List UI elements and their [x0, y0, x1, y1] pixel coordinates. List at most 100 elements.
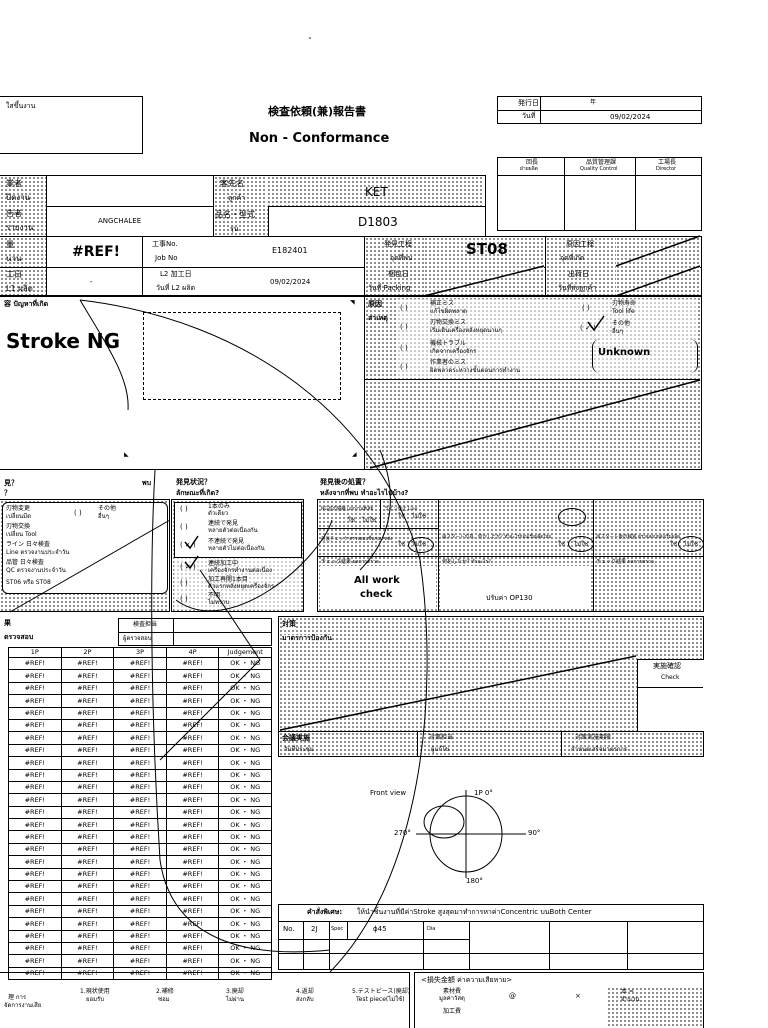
status-mark-6[interactable]: ( )	[180, 595, 188, 603]
measure-cell: #REF!	[165, 966, 220, 981]
countermeasure-box: 対策 มาตรการป้องกัน 実施確認 Check	[278, 616, 704, 732]
disp-item-1-jp[interactable]: 1.現状使用	[80, 988, 110, 995]
l2-label-th: วันที่ L2 ผลิต	[156, 284, 196, 292]
judgement-cell[interactable]: OK ・ NG	[218, 793, 272, 807]
judgement-cell[interactable]: OK ・ NG	[218, 966, 272, 981]
judgement-cell[interactable]: OK ・ NG	[218, 681, 272, 696]
doc-title-en: Non - Conformance	[249, 131, 390, 146]
cause-th-1: แก้ไขผิดพลาด	[430, 308, 467, 315]
action-cell-5-yes[interactable]: ใช่	[670, 541, 678, 548]
cause-mark-4[interactable]: ( )	[400, 363, 408, 371]
owner-th: ผู้แก้ไข	[431, 746, 450, 753]
disp-item-5-jp[interactable]: 5.テストピース(廃却)	[352, 988, 411, 995]
judgement-cell[interactable]: OK ・ NG	[218, 780, 272, 795]
measure-cell: #REF!	[8, 917, 62, 931]
judgement-cell[interactable]: OK ・ NG	[218, 892, 272, 906]
judgement-cell[interactable]: OK ・ NG	[218, 731, 272, 745]
countermeasure-title-th: มาตรการป้องกัน	[282, 634, 332, 642]
action-cell-3-yes[interactable]: ใช่	[398, 541, 406, 548]
cause-process-jp: 原因工程	[566, 240, 594, 248]
measure-cell: #REF!	[8, 756, 62, 770]
judgement-cell[interactable]: OK ・ NG	[218, 842, 272, 857]
instruction-text: ให้นำชิ้นงานที่มีค่าStroke สูงสุดมาทำการ…	[357, 908, 592, 916]
cause-mark-2[interactable]: ( )	[400, 323, 408, 331]
status-th-4: เครื่องจักรทำงานต่อเนื่อง	[208, 567, 273, 574]
measure-cell: #REF!	[113, 904, 167, 919]
cause-mark-toollife[interactable]: ( )	[582, 304, 590, 312]
cause-label-jp: 原因	[368, 300, 382, 308]
status-mark-5[interactable]: ( )	[180, 579, 188, 587]
table-row: #REF!#REF!#REF!#REF!OK ・ NG	[8, 867, 272, 882]
judgement-cell[interactable]: OK ・ NG	[218, 917, 272, 931]
judgement-cell[interactable]: OK ・ NG	[218, 805, 272, 820]
judgement-cell[interactable]: OK ・ NG	[218, 941, 272, 956]
table-row: #REF!#REF!#REF!#REF!OK ・ NG	[8, 830, 272, 844]
judgement-cell[interactable]: OK ・ NG	[218, 706, 272, 720]
measure-cell: #REF!	[8, 743, 62, 758]
owner-jp: 対策担当	[429, 734, 454, 741]
judgement-cell[interactable]: OK ・ NG	[218, 718, 272, 733]
action-cell-4-yes[interactable]: ใช่	[558, 541, 566, 548]
cause-mark-3[interactable]: ( )	[400, 344, 408, 352]
action-cell-2-no[interactable]: ไม่ใช่	[412, 513, 426, 520]
measure-cell: #REF!	[113, 681, 167, 696]
judgement-cell[interactable]: OK ・ NG	[218, 656, 272, 671]
status-title-th: ลักษณะที่เกิด?	[176, 489, 220, 497]
status-jp-2: 連続で発見	[208, 520, 239, 527]
found-other-th: อื่นๆ	[98, 513, 109, 520]
info-grid-2: 量 นวน 工日 L1 ผลิต #REF! - 工事No. Job No E1…	[0, 236, 702, 296]
measure-cell: #REF!	[165, 718, 220, 733]
status-jp-3: 不連続で発見	[208, 538, 245, 545]
cause-jp-1: 補正ミス	[430, 300, 455, 307]
inspector-th: ผู้ตรวจสอบ	[123, 635, 152, 642]
disp-item-2-jp[interactable]: 2.補修	[156, 988, 174, 995]
action-cell-5: 再スタート後の検査 ตรวจสอบหลังเริ่มผลิต	[596, 535, 680, 540]
status-box: ( ) 1本のみ ตัวเดียว ( ) 連続で発見 หลายตัวต่อเน…	[171, 499, 304, 612]
disp-item-2-th: ซ่อม	[158, 996, 170, 1003]
action-cell-2-yes[interactable]: ใช่	[398, 513, 406, 520]
judgement-cell[interactable]: OK ・ NG	[218, 904, 272, 919]
measure-cell: #REF!	[8, 929, 62, 944]
measure-cell: #REF!	[113, 842, 167, 857]
found-other-mark[interactable]: ( )	[74, 509, 82, 517]
judgement-cell[interactable]: OK ・ NG	[218, 867, 272, 882]
found-item-7: 品管 日々検査	[6, 559, 44, 566]
cause-mark-1[interactable]: ( )	[400, 304, 408, 312]
status-mark-4[interactable]: ( ✓ )	[180, 563, 196, 571]
judgement-cell[interactable]: OK ・ NG	[218, 830, 272, 844]
approval-sub-1: ฝ่ายผลิต	[520, 166, 538, 172]
inspector-box: 検査担当 ผู้ตรวจสอบ	[118, 618, 272, 646]
disp-item-4-jp[interactable]: 4.返却	[296, 988, 314, 995]
judgement-cell[interactable]: OK ・ NG	[218, 855, 272, 869]
packing-th: วันที่ Packing	[368, 284, 411, 292]
judgement-cell[interactable]: OK ・ NG	[218, 880, 272, 894]
status-th-3: หลายตัวไม่ต่อเนื่องกัน	[208, 545, 265, 552]
cause-jp-2: 刃物交換ミス	[430, 319, 467, 326]
action-title-jp: 発見後の処置？	[320, 478, 369, 486]
action-cell-1-yes[interactable]: ใช่	[348, 517, 356, 524]
reporter-value: ANGCHALEE	[98, 217, 142, 225]
loss-box: <損失金額 ค่าความเสียหาย> 素材費 มูลค่าวัสดุ @ …	[414, 972, 704, 1028]
cause-mark-other[interactable]: ( ✓ )	[580, 324, 596, 332]
measure-cell: #REF!	[8, 855, 62, 869]
approval-sub-2: Quality Control	[580, 166, 618, 172]
judgement-cell[interactable]: OK ・ NG	[218, 669, 272, 683]
judgement-cell[interactable]: OK ・ NG	[218, 743, 272, 758]
judgement-cell[interactable]: OK ・ NG	[218, 954, 272, 968]
measure-cell: #REF!	[113, 656, 167, 671]
measure-cell: #REF!	[113, 669, 167, 683]
table-row: #REF!#REF!#REF!#REF!OK ・ NG	[8, 954, 272, 968]
judgement-cell[interactable]: OK ・ NG	[218, 929, 272, 944]
judgement-cell[interactable]: OK ・ NG	[218, 768, 272, 782]
disp-item-5-th: Test piece(ไม่ใช้)	[356, 996, 405, 1003]
judgement-cell[interactable]: OK ・ NG	[218, 818, 272, 832]
angle-right: 90°	[528, 829, 541, 837]
status-mark-1[interactable]: ( )	[180, 505, 188, 513]
status-th-2: หลายตัวต่อเนื่องกัน	[208, 527, 258, 534]
judgement-cell[interactable]: OK ・ NG	[218, 756, 272, 770]
status-mark-2[interactable]: ( )	[180, 523, 188, 531]
check-result-value-2: check	[360, 589, 393, 600]
action-cell-1-no[interactable]: ไม่ใช่	[362, 517, 376, 524]
disp-item-3-jp[interactable]: 3.廃却	[226, 988, 244, 995]
confirm-jp: 実施確認	[653, 662, 681, 670]
